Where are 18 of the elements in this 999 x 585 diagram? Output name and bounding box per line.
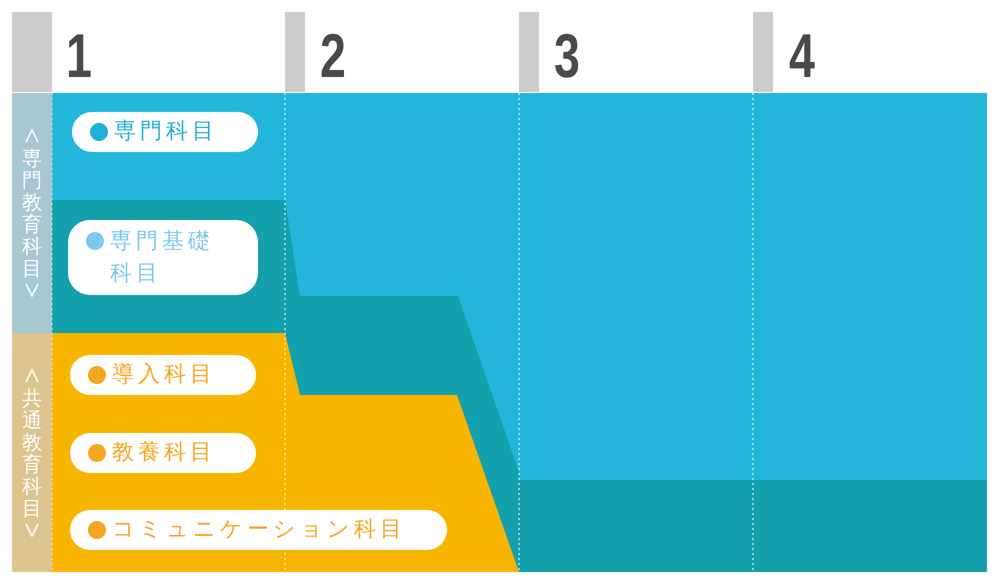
year-number: 1 (66, 26, 92, 88)
category-title: 専門教育科目 (22, 147, 42, 279)
subject-name: 専門基礎科目 (110, 228, 215, 288)
subject-pill (70, 355, 256, 395)
subject-pill (72, 112, 258, 152)
category-title: 共通教育科目 (22, 386, 42, 518)
subject-pill (68, 220, 258, 295)
subject-name: 専門科目 (114, 118, 218, 146)
subject-name: コミュニケーション科目 (112, 516, 406, 544)
subject-pill (70, 433, 256, 473)
year-number: 3 (554, 26, 580, 88)
subject-name: 教養科目 (112, 439, 216, 467)
category-band (12, 93, 52, 333)
subject-name: 導入科目 (112, 361, 216, 389)
category-band (12, 333, 52, 572)
year-number: 2 (320, 26, 346, 88)
subject-pill (70, 510, 447, 550)
year-number: 4 (789, 26, 815, 88)
